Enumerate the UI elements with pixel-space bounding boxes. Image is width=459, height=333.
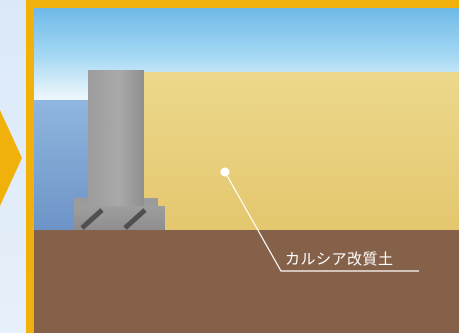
seabed-ground <box>34 230 459 333</box>
quay-wall-step-left <box>74 198 88 206</box>
chevron-right-arrow-icon <box>0 110 22 206</box>
hatch-stroke-1 <box>80 208 104 230</box>
quay-wall-stem <box>88 70 144 206</box>
quay-wall-step-right <box>144 198 158 206</box>
annotation-overlay <box>80 167 419 272</box>
hatch-stroke-2 <box>123 208 147 230</box>
calcia-improved-soil-fill <box>144 72 459 230</box>
calcia-improved-soil-label: カルシア改質土 <box>285 250 394 268</box>
diagram-frame: カルシア改質土 <box>26 0 459 333</box>
label-leader-line <box>224 171 419 272</box>
quay-wall-footing <box>74 206 165 230</box>
cross-section-scene: カルシア改質土 <box>34 8 459 333</box>
footing-hatch <box>80 208 147 230</box>
